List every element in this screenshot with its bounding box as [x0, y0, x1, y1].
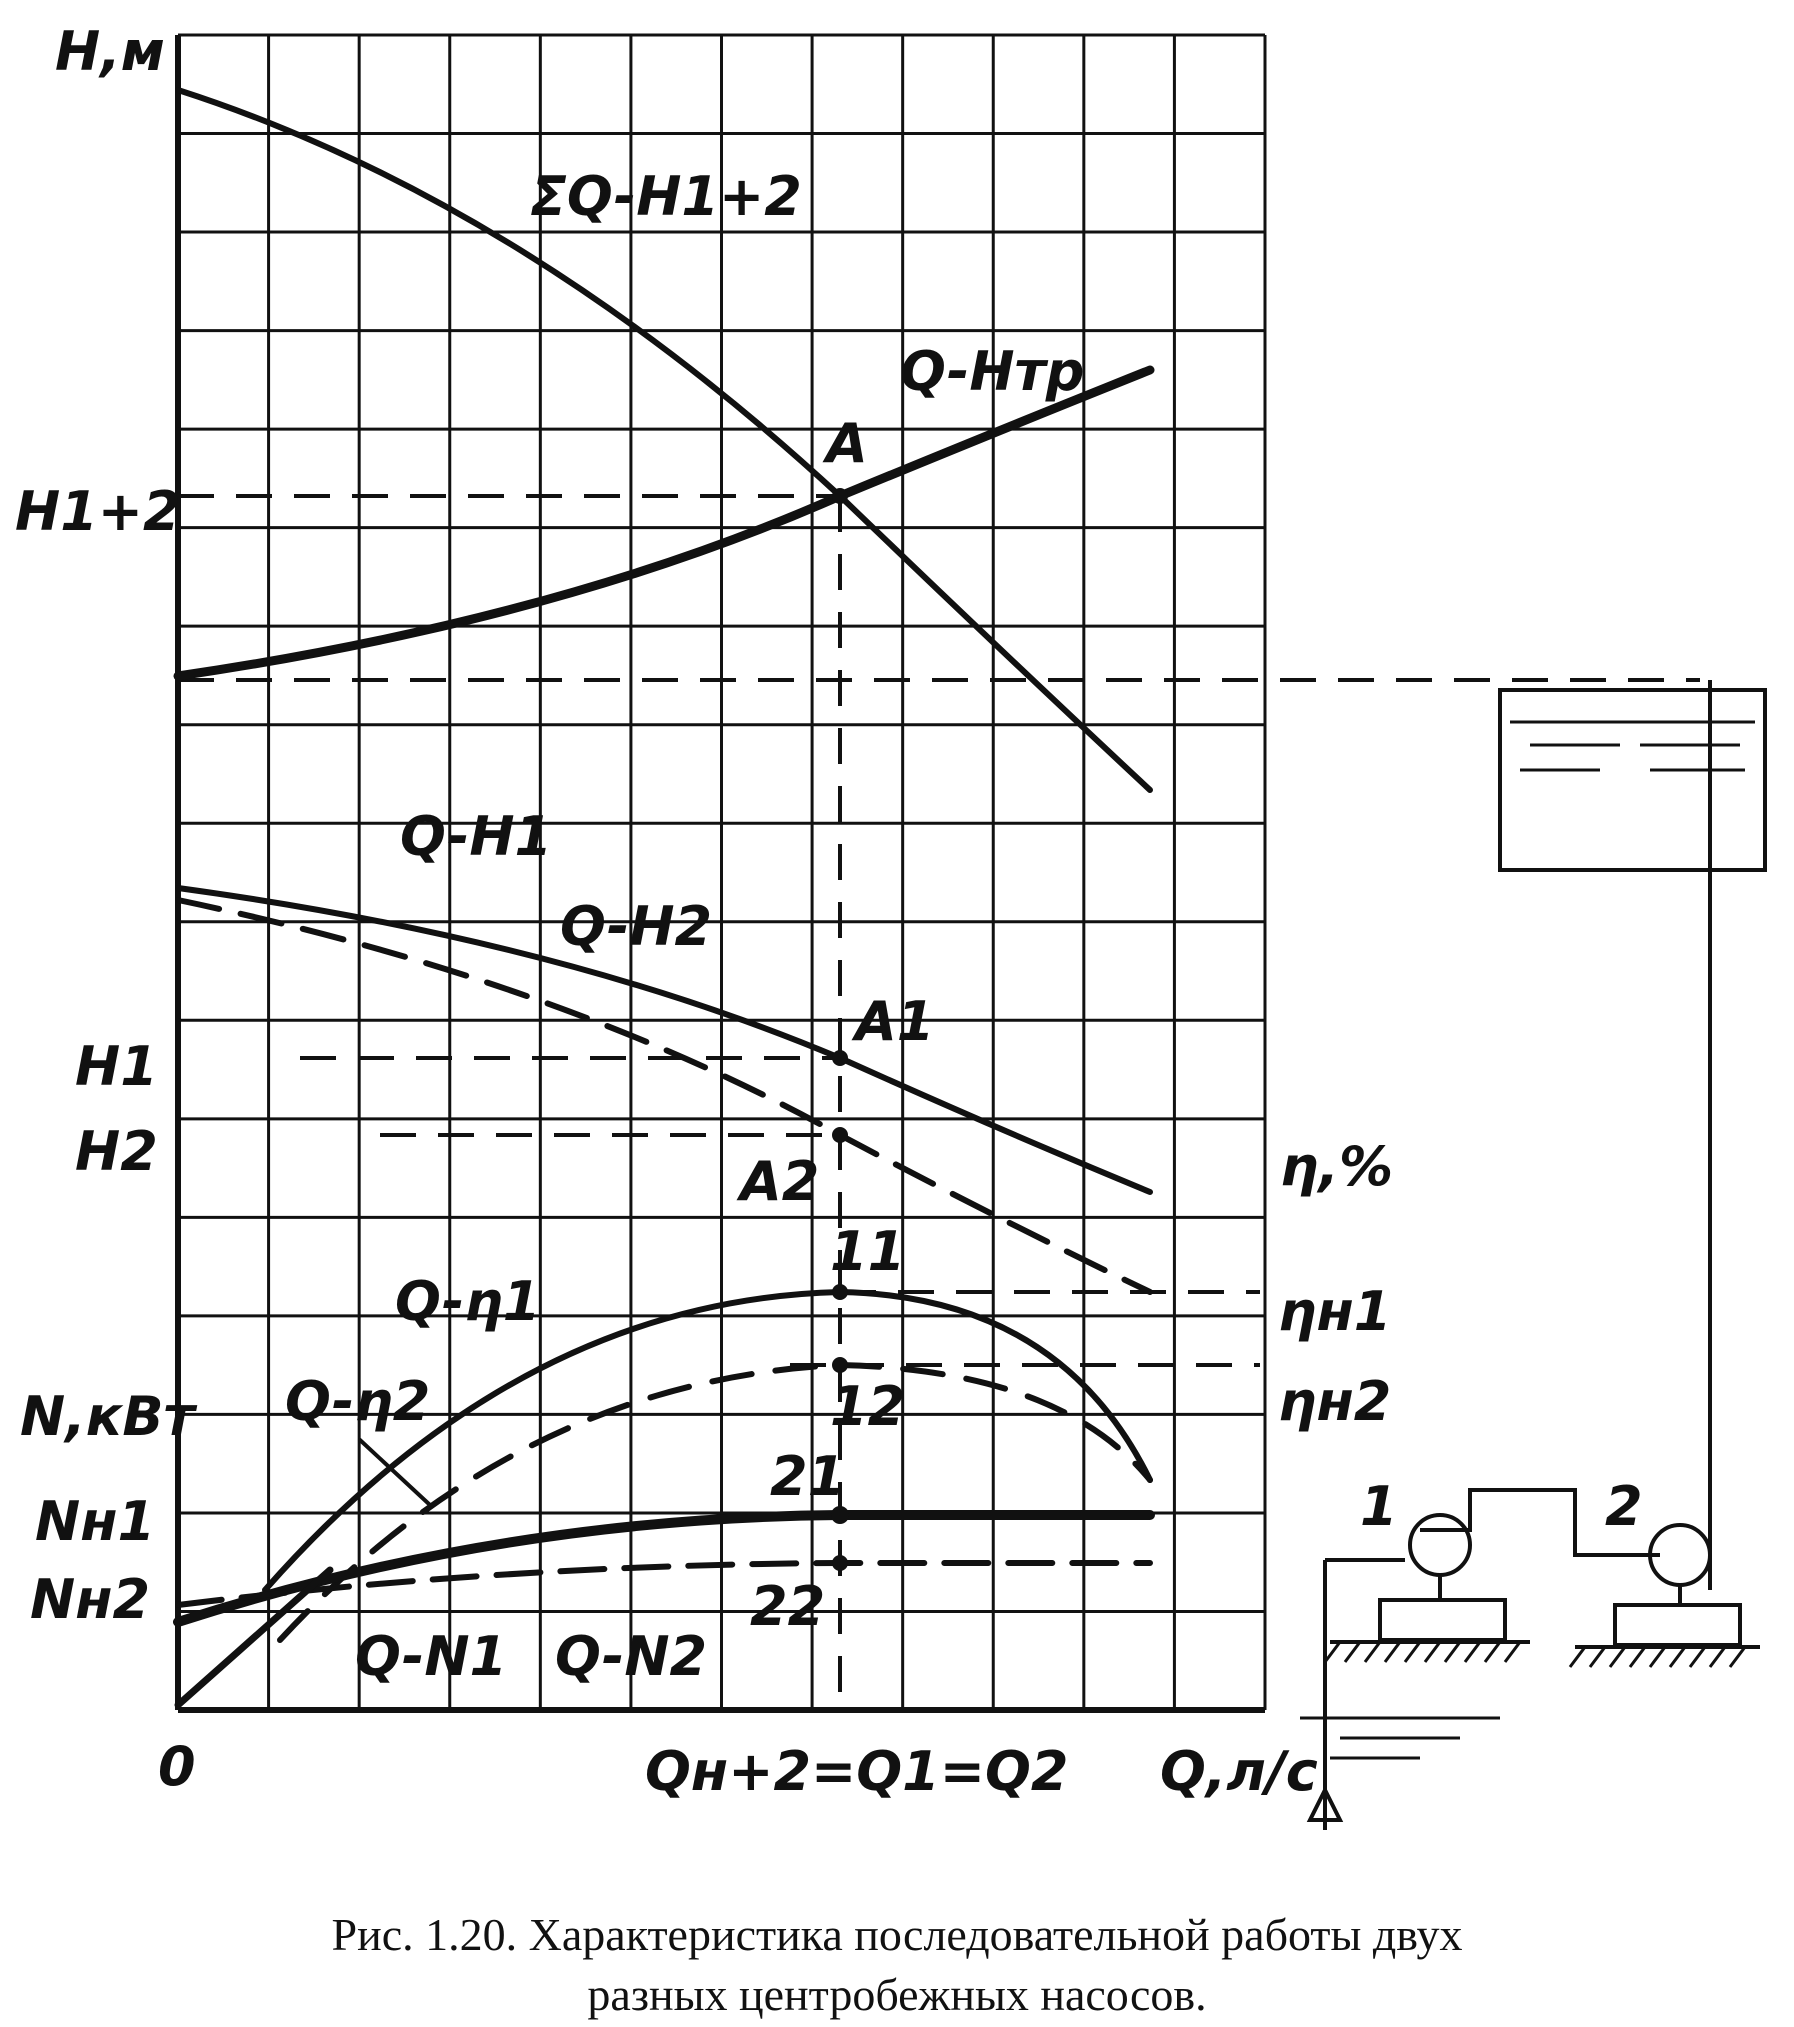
tick-h2: H2 [75, 1120, 158, 1183]
label-q-h1: Q-H1 [400, 805, 552, 868]
label-point-a1: A1 [851, 990, 934, 1053]
pump-1-body [1408, 1513, 1472, 1577]
point-a1 [832, 1050, 848, 1066]
pump-2-base [1613, 1603, 1742, 1647]
points [831, 488, 849, 1571]
q-eta2-marker-line [358, 1438, 432, 1507]
tick-n-h1: Nн1 [35, 1490, 155, 1553]
label-q-eta2: Q-η2 [285, 1370, 430, 1433]
label-q-n1: Q-N1 [355, 1625, 507, 1688]
figure-caption: Рис. 1.20. Характеристика последовательн… [0, 1905, 1794, 2025]
origin-label: 0 [158, 1735, 196, 1798]
power-axis-label: N,кВт [20, 1385, 198, 1448]
curve-q-h2 [175, 897, 1153, 1295]
point-1-1 [832, 1284, 848, 1300]
pump-2-label: 2 [1605, 1475, 1643, 1538]
tick-n-h2: Nн2 [30, 1568, 150, 1631]
guide-lines [178, 494, 1700, 1710]
label-q-n2: Q-N2 [555, 1625, 707, 1688]
caption-line-2: разных центробежных насосов. [587, 1969, 1207, 2020]
pump-1-base [1378, 1598, 1507, 1642]
curve-q-eta2 [277, 1361, 1153, 1643]
upper-reservoir [1498, 688, 1767, 872]
label-q-eta1: Q-η1 [395, 1270, 540, 1333]
labels: H,м Q,л/с 0 N,кВт η,% H1+2 H1 H2 Nн1 Nн2… [15, 20, 1643, 1803]
label-point-1-1: 11 [830, 1220, 905, 1283]
curve-q-n2 [175, 1560, 1153, 1608]
chart-grid [175, 33, 1267, 1713]
point-2-2 [832, 1555, 848, 1571]
label-point-1-2: 12 [830, 1375, 905, 1438]
tick-eta-h2: ηн2 [1278, 1370, 1391, 1433]
label-pipe: Q-Hтр [900, 340, 1084, 403]
tick-h-sum: H1+2 [15, 480, 181, 543]
y-axis-label: H,м [55, 20, 165, 83]
tick-eta-h1: ηн1 [1278, 1280, 1391, 1343]
curve-sum-head [175, 87, 1153, 793]
x-axis-label: Q,л/с [1160, 1740, 1318, 1803]
point-a2 [832, 1127, 848, 1143]
x-tick-flow: Qн+2=Q1=Q2 [645, 1740, 1068, 1803]
point-2-1 [831, 1506, 849, 1524]
curve-q-eta1 [262, 1288, 1153, 1593]
origin-rising-line [174, 1566, 334, 1709]
label-point-2-1: 21 [770, 1445, 845, 1508]
efficiency-axis-label: η,% [1280, 1135, 1393, 1198]
curves [173, 87, 1155, 1709]
label-q-h2: Q-H2 [560, 895, 712, 958]
label-point-a2: A2 [736, 1150, 819, 1213]
label-point-2-2: 22 [750, 1575, 825, 1638]
curve-q-h1 [175, 885, 1153, 1195]
ground-hatch [1323, 1641, 1747, 1668]
connecting-pipe [1420, 1488, 1660, 1557]
pump-1-label: 1 [1360, 1475, 1398, 1538]
tick-h1: H1 [75, 1035, 158, 1098]
caption-line-1: Рис. 1.20. Характеристика последовательн… [331, 1909, 1463, 1960]
curve-pipe [173, 365, 1155, 681]
label-point-a: A [822, 412, 868, 475]
water-level-mark [1306, 1785, 1344, 1822]
point-a [832, 488, 848, 504]
label-sum-head: ΣQ-H1+2 [530, 165, 802, 228]
pumping-scheme [1300, 680, 1767, 1830]
point-1-2 [832, 1357, 848, 1373]
